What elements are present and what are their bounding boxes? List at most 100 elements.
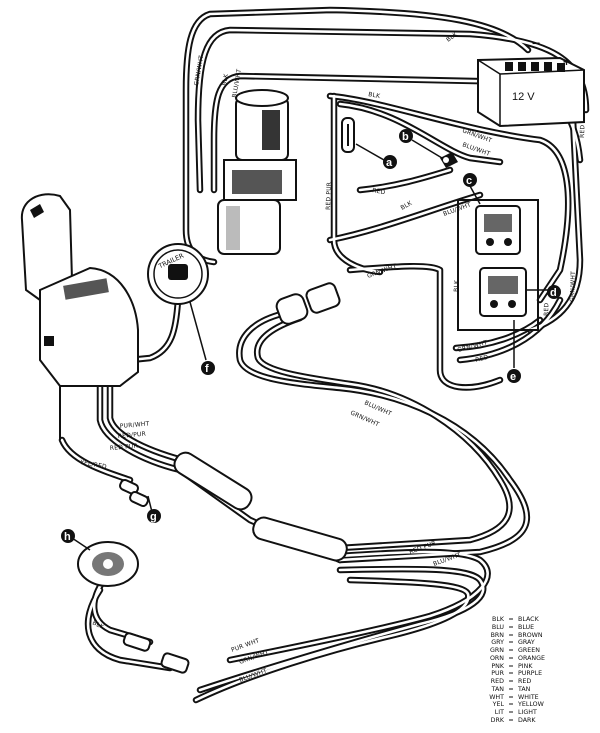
wire-label: RED <box>543 302 550 316</box>
legend-row: LIT=LIGHT <box>478 709 578 717</box>
legend-equals: = <box>508 654 514 662</box>
legend-equals: = <box>508 639 514 647</box>
wire-label: PUR WHT <box>230 637 260 654</box>
harness-connector <box>275 282 341 325</box>
wire-label: BLK <box>221 72 230 86</box>
legend-color-name: LIGHT <box>518 709 537 716</box>
wire-label: BLK <box>91 619 106 631</box>
battery-cell <box>544 62 552 71</box>
legend-color-name: RED <box>518 678 532 685</box>
legend-row: BLK = BLACK <box>478 616 578 624</box>
svg-text:e: e <box>510 371 516 383</box>
wire-label: RED PUR <box>325 182 333 210</box>
wire-grn-wht-a <box>253 314 513 552</box>
wire-grn-wht-sol <box>346 263 504 391</box>
legend-row: ORN = ORANGE <box>478 655 578 663</box>
callout-h: h <box>61 529 75 543</box>
legend-abbr: WHT <box>489 693 504 701</box>
legend-row: YEL=YELLOW <box>478 701 578 709</box>
legend-row: GRN=GREEN <box>478 647 578 655</box>
legend-equals: = <box>508 716 514 724</box>
wire-label: YEL/RED <box>79 459 108 471</box>
legend-equals: = <box>508 662 514 670</box>
legend-row: WHT=WHITE <box>478 694 578 702</box>
legend-abbr: YEL <box>492 701 504 709</box>
wire-label: RED PUR <box>110 443 139 452</box>
wire-label: BLK <box>400 199 415 211</box>
battery-label: 12 V <box>512 91 535 103</box>
svg-text:c: c <box>466 175 472 187</box>
wire-label: BLK <box>368 91 382 100</box>
remote-control <box>20 193 139 440</box>
legend-abbr: PUR <box>491 670 504 678</box>
lower-connectors <box>119 478 190 674</box>
wire-label: BLK <box>453 279 460 292</box>
legend-color-name: TAN <box>518 685 531 693</box>
legend-abbr: RED <box>490 678 504 685</box>
svg-text:h: h <box>64 531 71 543</box>
legend-row: PNK = PINK <box>478 663 578 671</box>
legend-row: BLU = BLUE <box>478 624 578 632</box>
svg-text:f: f <box>205 363 209 375</box>
legend-row: BRN = BROWN <box>478 632 578 640</box>
battery: 12 V − + <box>477 35 585 128</box>
legend-equals: = <box>508 678 514 685</box>
svg-text:b: b <box>402 131 409 143</box>
battery-cell <box>505 62 513 71</box>
legend-color-name: WHITE <box>518 693 539 701</box>
legend-color-name: DARK <box>518 716 536 724</box>
callout-leaders <box>71 139 548 551</box>
legend-equals: = <box>508 670 514 678</box>
legend-equals: = <box>508 623 514 631</box>
legend-color-name: ORANGE <box>518 654 545 662</box>
legend-equals: = <box>508 685 514 693</box>
legend-row: GRY = GRAY <box>478 639 578 647</box>
wire-label: GRN/WHT <box>457 339 489 354</box>
legend-color-name: PINK <box>518 662 533 670</box>
legend-color-name: BLACK <box>518 616 539 623</box>
legend-row: DRK = DARK <box>478 717 578 725</box>
callout-a: a <box>383 155 397 169</box>
wire-label: RED <box>579 124 586 138</box>
legend-abbr: ORN <box>489 654 504 662</box>
trim-sender <box>77 541 139 587</box>
wire-label: BLU/WHT <box>231 68 243 98</box>
callout-f: f <box>201 361 215 375</box>
svg-text:d: d <box>550 287 557 299</box>
battery-cell <box>531 62 539 71</box>
pump-motor <box>217 89 297 255</box>
callout-c: c <box>463 173 477 187</box>
callout-d: d <box>547 285 561 299</box>
wire-red-pur <box>330 92 384 276</box>
legend-equals: = <box>508 631 514 639</box>
svg-text:a: a <box>386 157 393 169</box>
legend-equals: = <box>508 647 514 654</box>
legend-color-name: BLUE <box>518 623 535 631</box>
legend-row: PUR = PURPLE <box>478 670 578 678</box>
trailer-switch: TRAILER <box>147 243 209 305</box>
svg-text:g: g <box>150 511 157 523</box>
wire-label: GRN/WHT <box>349 409 380 428</box>
solenoid-bracket <box>457 199 539 331</box>
legend-color-name: GRAY <box>518 639 535 647</box>
legend-color-name: BROWN <box>518 631 543 639</box>
legend-color-name: YELLOW <box>518 701 544 709</box>
ground-bolt <box>440 152 458 168</box>
legend-row: RED = RED <box>478 678 578 686</box>
callout-b: b <box>399 129 413 143</box>
legend-equals: = <box>508 709 514 716</box>
legend-abbr: BRN <box>490 631 504 639</box>
legend-abbr: BLK <box>492 616 504 623</box>
battery-positive: + <box>563 55 570 69</box>
legend-abbr: GRY <box>491 639 504 647</box>
legend-abbr: BLU <box>491 623 504 631</box>
wire-label: RED <box>372 187 386 196</box>
legend-abbr: PNK <box>491 662 504 670</box>
harness-sleeves <box>173 451 348 562</box>
legend-equals: = <box>508 616 514 623</box>
legend-abbr: DRK <box>490 716 504 724</box>
legend-color-name: PURPLE <box>518 670 543 678</box>
wire-label: BLU/WHT <box>363 399 393 417</box>
